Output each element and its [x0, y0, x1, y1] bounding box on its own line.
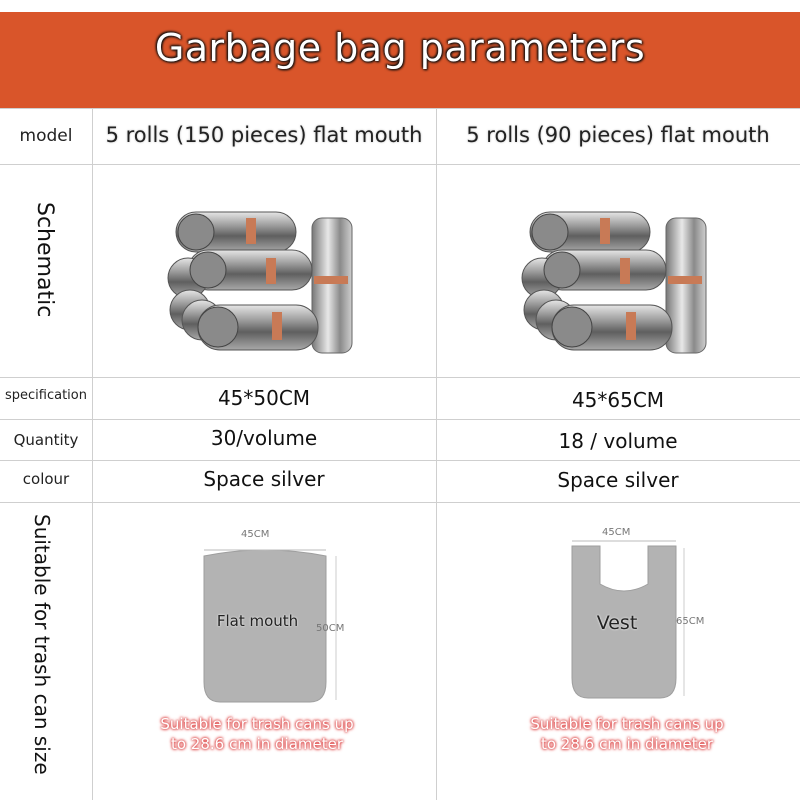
product-1-model: 5 rolls (150 pieces) flat mouth: [105, 123, 423, 147]
specification-label: specification: [5, 388, 87, 403]
product-1-height-dim: 50CM: [316, 623, 345, 634]
product-2-quantity: 18 / volume: [558, 429, 678, 453]
product-2-specification: 45*65CM: [571, 388, 665, 412]
note-line: to 28.6 cm in diameter: [540, 735, 714, 753]
grid-line: [0, 164, 800, 165]
model-label: model: [19, 126, 73, 146]
grid-line: [0, 377, 800, 378]
product-1-colour: Space silver: [203, 467, 325, 491]
grid-line: [0, 108, 800, 109]
schematic-label: Schematic: [32, 202, 57, 318]
grid-line: [0, 502, 800, 503]
grid-line: [436, 108, 437, 800]
note-line: to 28.6 cm in diameter: [170, 735, 344, 753]
product-1-note: Suitable for trash cans up to 28.6 cm in…: [142, 714, 372, 754]
grid-line: [92, 108, 93, 800]
product-2-roll-image: [521, 211, 707, 354]
grid-line: [0, 419, 800, 420]
header-banner: Garbage bag parameters: [0, 12, 800, 108]
flat-mouth-bag-icon: [203, 549, 337, 703]
vest-bag-icon: [571, 540, 685, 699]
grid-line: [0, 460, 800, 461]
product-2-height-dim: 65CM: [676, 616, 705, 627]
product-2-colour: Space silver: [557, 468, 679, 492]
product-1-roll-image: [167, 211, 353, 354]
product-1-bag-type: Flat mouth: [216, 612, 299, 630]
page-title: Garbage bag parameters: [154, 26, 646, 70]
product-1-specification: 45*50CM: [217, 386, 311, 410]
product-2-bag-type: Vest: [596, 612, 638, 634]
product-2-note: Suitable for trash cans up to 28.6 cm in…: [512, 714, 742, 754]
product-2-width-dim: 45CM: [602, 527, 631, 538]
product-1-width-dim: 45CM: [241, 529, 270, 540]
product-1-quantity: 30/volume: [210, 426, 318, 450]
note-line: Suitable for trash cans up: [530, 715, 724, 733]
quantity-label: Quantity: [13, 431, 79, 449]
product-2-model: 5 rolls (90 pieces) flat mouth: [466, 123, 770, 147]
colour-label: colour: [22, 470, 70, 488]
suitable-label: Suitable for trash can size: [30, 514, 54, 775]
note-line: Suitable for trash cans up: [160, 715, 354, 733]
